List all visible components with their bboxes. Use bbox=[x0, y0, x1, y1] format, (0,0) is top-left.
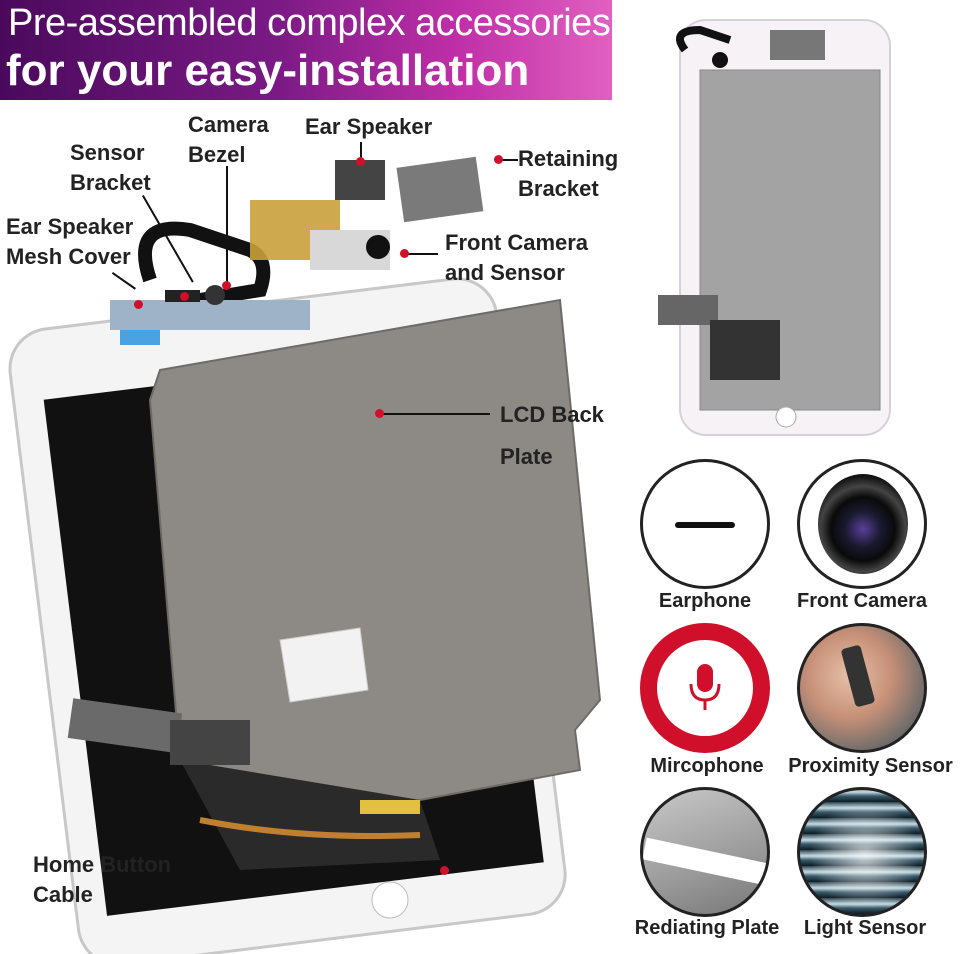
phone-call-icon bbox=[797, 623, 927, 753]
feature-caption: Proximity Sensor bbox=[788, 755, 953, 777]
feature-caption: Front Camera bbox=[796, 590, 928, 612]
callout-line bbox=[226, 166, 228, 282]
label-line: Cable bbox=[33, 882, 93, 907]
callout-dot bbox=[400, 249, 409, 258]
label-line: Bezel bbox=[188, 142, 246, 167]
label-line: Mesh Cover bbox=[6, 244, 131, 269]
label-front-camera-sensor: Front Camera and Sensor bbox=[445, 228, 588, 288]
earphone-icon bbox=[640, 459, 770, 589]
callout-dot bbox=[134, 300, 143, 309]
callout-line bbox=[360, 142, 362, 160]
label-ear-speaker: Ear Speaker bbox=[305, 114, 433, 139]
label-sensor-bracket: Sensor Bracket bbox=[70, 138, 151, 198]
feature-caption: Earphone bbox=[658, 590, 752, 612]
label-line: Front Camera bbox=[445, 230, 589, 255]
camera-lens-icon bbox=[797, 459, 927, 589]
label-line: Home Button bbox=[33, 852, 172, 877]
banner-line-1: Pre-assembled complex accessories bbox=[8, 2, 611, 44]
callout-dot bbox=[180, 292, 189, 301]
radiating-plate-icon bbox=[640, 787, 770, 917]
label-line: Bracket bbox=[518, 176, 599, 201]
label-line: Plate bbox=[500, 444, 553, 469]
label-lcd-back-plate: LCD Back Plate bbox=[500, 394, 604, 478]
callout-line bbox=[190, 871, 445, 873]
callout-dot bbox=[222, 281, 231, 290]
label-retaining-bracket: Retaining Bracket bbox=[518, 144, 618, 204]
header-banner: Pre-assembled complex accessories for yo… bbox=[0, 0, 612, 100]
microphone-icon bbox=[640, 623, 770, 753]
assembled-phone-photo bbox=[658, 19, 891, 436]
callout-dot bbox=[375, 409, 384, 418]
callout-dot bbox=[356, 157, 365, 166]
label-line: Retaining bbox=[518, 146, 619, 171]
label-ear-speaker-mesh-cover: Ear Speaker Mesh Cover bbox=[6, 212, 133, 272]
label-line: and Sensor bbox=[445, 260, 565, 285]
label-line: LCD Back bbox=[500, 402, 604, 427]
banner-line-2: for your easy-installation bbox=[6, 46, 530, 95]
feature-caption: Light Sensor bbox=[803, 917, 927, 939]
callout-line bbox=[380, 413, 490, 415]
label-line: Ear Speaker bbox=[6, 214, 134, 239]
callout-dot bbox=[494, 155, 503, 164]
label-line: Camera bbox=[188, 112, 269, 137]
callout-line bbox=[498, 159, 518, 161]
feature-caption: Rediating Plate bbox=[634, 917, 780, 939]
label-camera-bezel: Camera Bezel bbox=[188, 110, 269, 170]
label-line: Sensor bbox=[70, 140, 145, 165]
label-line: Bracket bbox=[70, 170, 151, 195]
callout-dot bbox=[440, 866, 449, 875]
callout-line bbox=[405, 253, 438, 255]
light-sensor-icon bbox=[797, 787, 927, 917]
feature-caption: Mircophone bbox=[650, 755, 764, 777]
phone-exploded-illustration bbox=[8, 156, 602, 954]
label-home-button-cable: Home Button Cable bbox=[33, 850, 171, 910]
